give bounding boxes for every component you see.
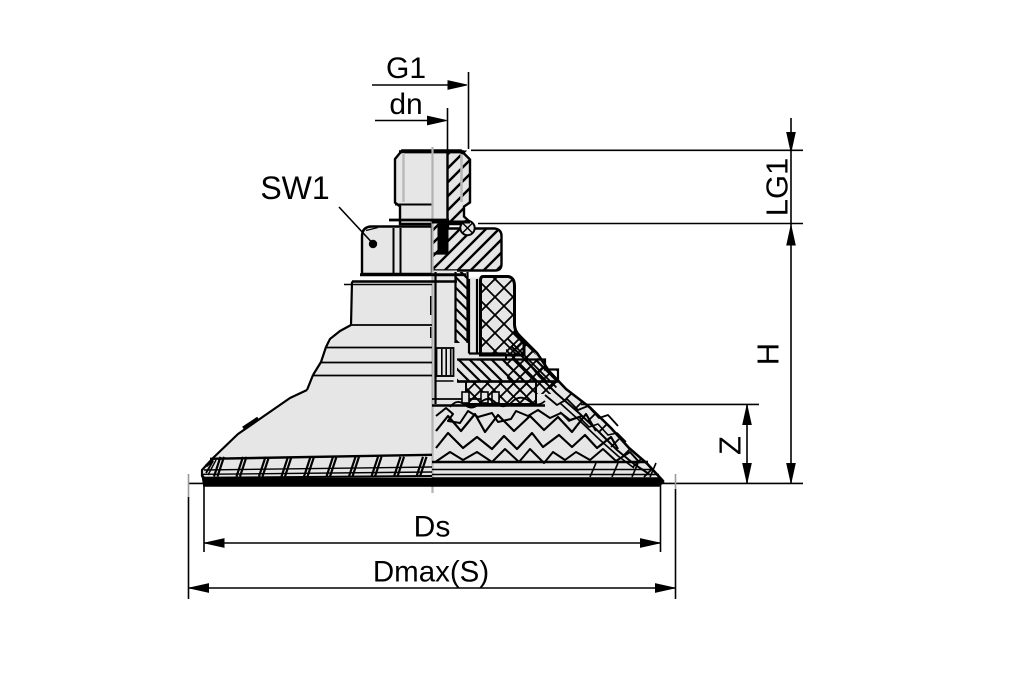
svg-text:G1: G1 [386, 52, 426, 85]
svg-text:Ds: Ds [414, 511, 451, 544]
svg-text:SW1: SW1 [260, 170, 329, 206]
svg-text:LG1: LG1 [760, 158, 795, 217]
svg-text:dn: dn [389, 88, 422, 121]
svg-text:Dmax(S): Dmax(S) [373, 556, 489, 589]
svg-text:Z: Z [713, 436, 748, 455]
svg-text:H: H [751, 343, 786, 365]
